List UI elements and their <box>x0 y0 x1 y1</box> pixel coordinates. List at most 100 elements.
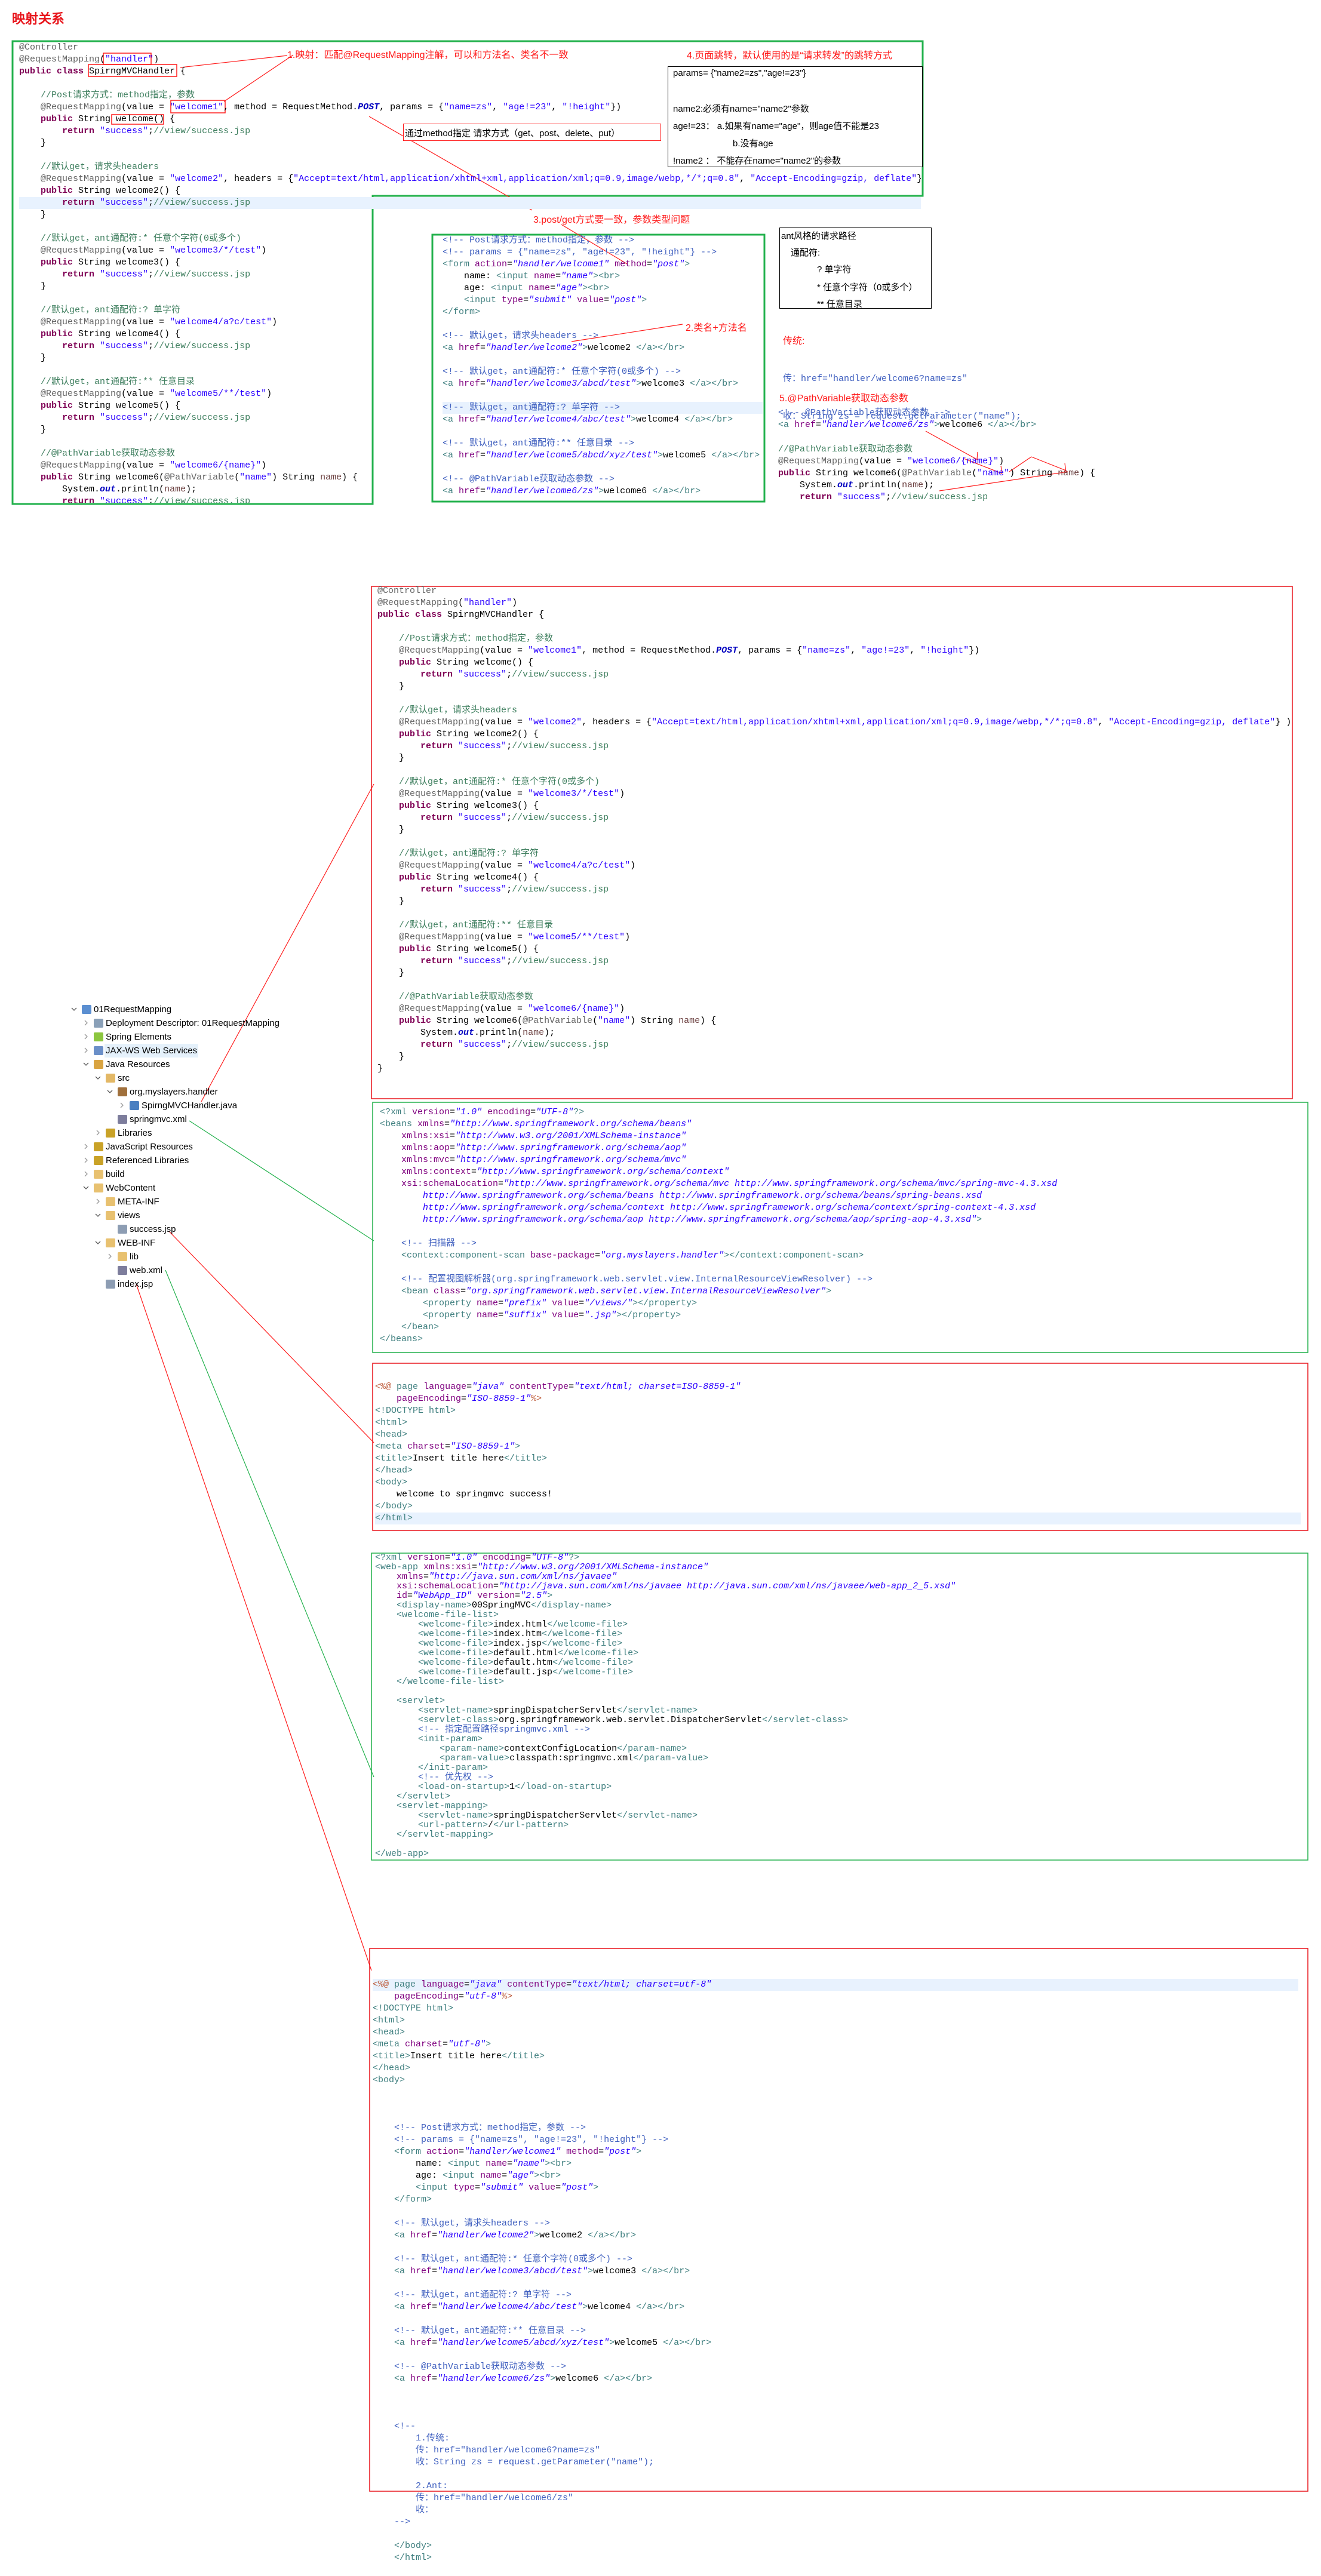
index-jsp-file: <%@ page language="java" contentType="te… <box>373 1955 1298 2576</box>
code-line: </head> <box>375 1465 1301 1477</box>
code-token <box>832 492 837 502</box>
chevron-right-icon[interactable] <box>119 1102 125 1108</box>
code-token: xmlns:context <box>401 1167 472 1177</box>
code-token: name <box>678 1016 701 1026</box>
ant-wildcard-box: ant风格的请求路径 通配符: ? 单字符 * 任意个字符（0或多个） ** 任… <box>779 228 932 309</box>
code-token <box>394 2182 416 2193</box>
chevron-down-icon[interactable] <box>71 1006 77 1012</box>
code-line: <!-- 默认get，ant通配符:* 任意个字符(0或多个) --> <box>443 366 763 378</box>
code-token: = <box>493 1581 499 1591</box>
code-token: String welcome5() { <box>73 401 181 411</box>
code-line: </html> <box>373 2552 1298 2564</box>
code-line: return "success";//view/success.jsp <box>377 812 1290 824</box>
chevron-down-icon[interactable] <box>95 1240 101 1246</box>
code-token: } <box>377 968 405 978</box>
code-token <box>375 1658 418 1668</box>
chevron-right-icon[interactable] <box>95 1130 101 1136</box>
code-token: ; <box>506 741 512 751</box>
code-token: </body> <box>394 2541 432 2551</box>
code-token <box>375 1572 397 1582</box>
chevron-right-icon[interactable] <box>83 1157 89 1163</box>
chevron-down-icon[interactable] <box>83 1185 89 1191</box>
code-token: welcome3 <box>641 379 690 389</box>
index-jsp-body: <!-- Post请求方式：method指定，参数 --> <!-- param… <box>373 2122 1298 2385</box>
code-token: > <box>515 1441 521 1452</box>
code-token: "handler" <box>105 54 154 64</box>
code-token <box>375 1753 440 1763</box>
code-line: </body> <box>373 2540 1298 2552</box>
web-services-icon <box>94 1046 103 1055</box>
code-token: <meta <box>375 1441 403 1452</box>
code-token: "welcome3/*/test" <box>528 789 620 799</box>
chevron-down-icon[interactable] <box>95 1075 101 1081</box>
code-token: String welcome2() { <box>73 186 181 196</box>
code-token: (value = <box>121 317 170 327</box>
code-token: name <box>902 480 924 490</box>
code-line: return "success";//view/success.jsp <box>19 269 921 281</box>
code-token <box>529 271 534 281</box>
chevron-down-icon[interactable] <box>83 1061 89 1067</box>
code-line: <head> <box>375 1429 1301 1441</box>
chevron-right-icon[interactable] <box>83 1047 89 1053</box>
code-line: <%@ page language="java" contentType="te… <box>373 1979 1298 1991</box>
code-token: ); <box>923 480 935 490</box>
code-token <box>757 468 778 478</box>
code-token: <welcome-file-list> <box>397 1610 499 1620</box>
chevron-right-icon[interactable] <box>83 1034 89 1040</box>
tree-item-label: Spring Elements <box>106 1032 172 1042</box>
code-token: <!DOCTYPE html> <box>375 1406 456 1416</box>
chevron-down-icon[interactable] <box>95 1212 101 1218</box>
code-token: page <box>397 1382 419 1392</box>
code-token: <!-- 指定配置路径springmvc.xml --> <box>418 1724 591 1735</box>
chevron-right-icon[interactable] <box>107 1253 113 1259</box>
code-token: } <box>19 353 47 363</box>
code-token: = <box>450 1131 456 1141</box>
code-token: language <box>421 1979 465 1990</box>
code-line: @RequestMapping(value = "welcome2", head… <box>19 173 921 185</box>
code-token <box>375 1830 397 1840</box>
chevron-right-icon[interactable] <box>83 1020 89 1026</box>
code-token: org.springframework.web.servlet.Dispatch… <box>499 1715 763 1725</box>
code-line: //默认get，ant通配符:* 任意个字符(0或多个) <box>377 776 1290 788</box>
code-token: charset <box>407 1441 446 1452</box>
code-token: "WebApp_ID" <box>413 1591 472 1601</box>
code-token: ) <box>153 54 159 64</box>
code-token: > <box>636 379 642 389</box>
code-token <box>373 2541 394 2551</box>
green-connectors <box>165 1120 374 1778</box>
code-token: return <box>420 669 453 680</box>
code-line: <servlet-name>springDispatcherServlet</s… <box>375 1811 1301 1821</box>
chevron-right-icon[interactable] <box>95 1198 101 1204</box>
tree-item-label: WEB-INF <box>118 1238 156 1248</box>
chevron-right-icon[interactable] <box>83 1143 89 1149</box>
code-token: @RequestMapping <box>41 245 122 256</box>
code-token: <input <box>448 2159 481 2169</box>
chevron-right-icon[interactable] <box>83 1171 89 1177</box>
code-token: } ) <box>1275 717 1292 727</box>
code-token: "http://www.springframework.org/schema/c… <box>477 1167 730 1177</box>
code-token <box>375 1820 418 1830</box>
spring-leaf-icon <box>94 1032 103 1041</box>
code-line: <welcome-file-list> <box>375 1610 1301 1620</box>
code-token: <?xml <box>380 1107 407 1117</box>
code-token: "handler/welcome3/abcd/test" <box>486 379 637 389</box>
code-line: return "success";//view/success.jsp <box>19 412 921 424</box>
code-token: System. <box>377 1028 459 1038</box>
code-token: @RequestMapping <box>399 645 480 656</box>
code-token <box>453 1040 458 1050</box>
params-line: age!=23： a.如果有name="age"，则age值不能是23 <box>673 121 879 131</box>
code-token: xmlns <box>397 1572 424 1582</box>
code-token: ) { <box>1079 468 1096 478</box>
code-token: encoding <box>487 1107 531 1117</box>
code-token: .println( <box>853 480 902 490</box>
code-token: ; <box>886 492 892 502</box>
code-token: public <box>399 944 432 954</box>
code-token: System. <box>757 480 838 490</box>
code-token: = <box>432 2302 438 2312</box>
folder-icon <box>118 1252 127 1261</box>
code-line: public class SpirngMVCHandler { <box>377 609 1290 621</box>
folder-icon <box>106 1211 115 1220</box>
code-token: String welcome3() { <box>73 257 181 268</box>
code-token: </servlet-mapping> <box>397 1830 494 1840</box>
chevron-down-icon[interactable] <box>107 1089 113 1095</box>
